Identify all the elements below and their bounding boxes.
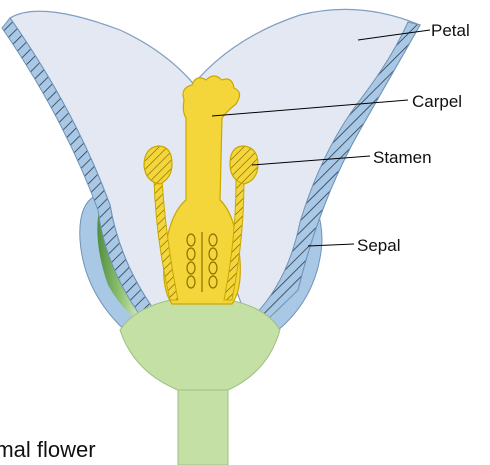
carpel-label: Carpel [412, 92, 462, 112]
receptacle [120, 296, 280, 390]
diagram-caption: rmal flower [0, 437, 96, 463]
ovules [187, 232, 217, 292]
stamen-label: Stamen [373, 148, 432, 168]
stamen-left-anther [144, 146, 172, 184]
stem [178, 385, 228, 465]
petal-label: Petal [431, 21, 470, 41]
sepal-label: Sepal [357, 236, 400, 256]
